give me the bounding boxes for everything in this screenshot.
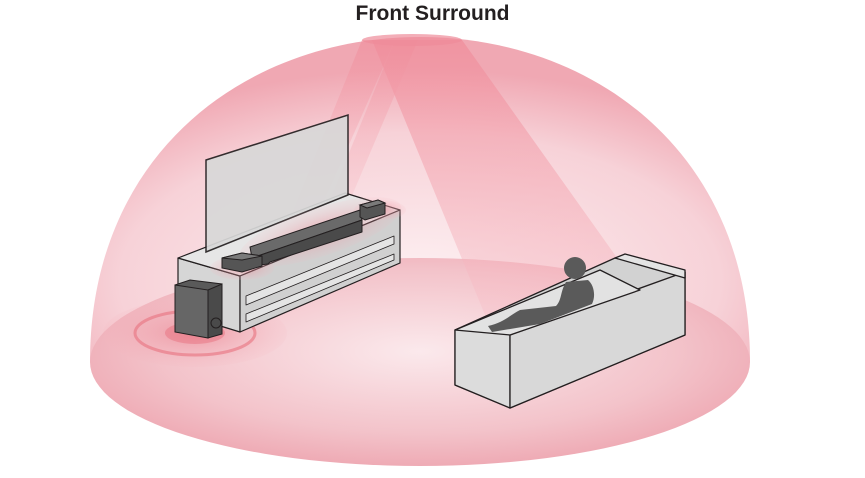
rear-speaker-left [221, 252, 263, 273]
tv [205, 113, 349, 254]
listener-silhouette [488, 257, 595, 332]
ceiling-reflection [362, 34, 462, 46]
sofa [454, 253, 686, 409]
rear-speaker-right [358, 199, 387, 221]
diagram-title: Front Surround [355, 2, 510, 25]
subwoofer [174, 279, 223, 339]
soundbar [249, 209, 363, 267]
subwoofer-driver-icon [210, 317, 222, 329]
reflection-beam-to-listener [372, 40, 620, 332]
